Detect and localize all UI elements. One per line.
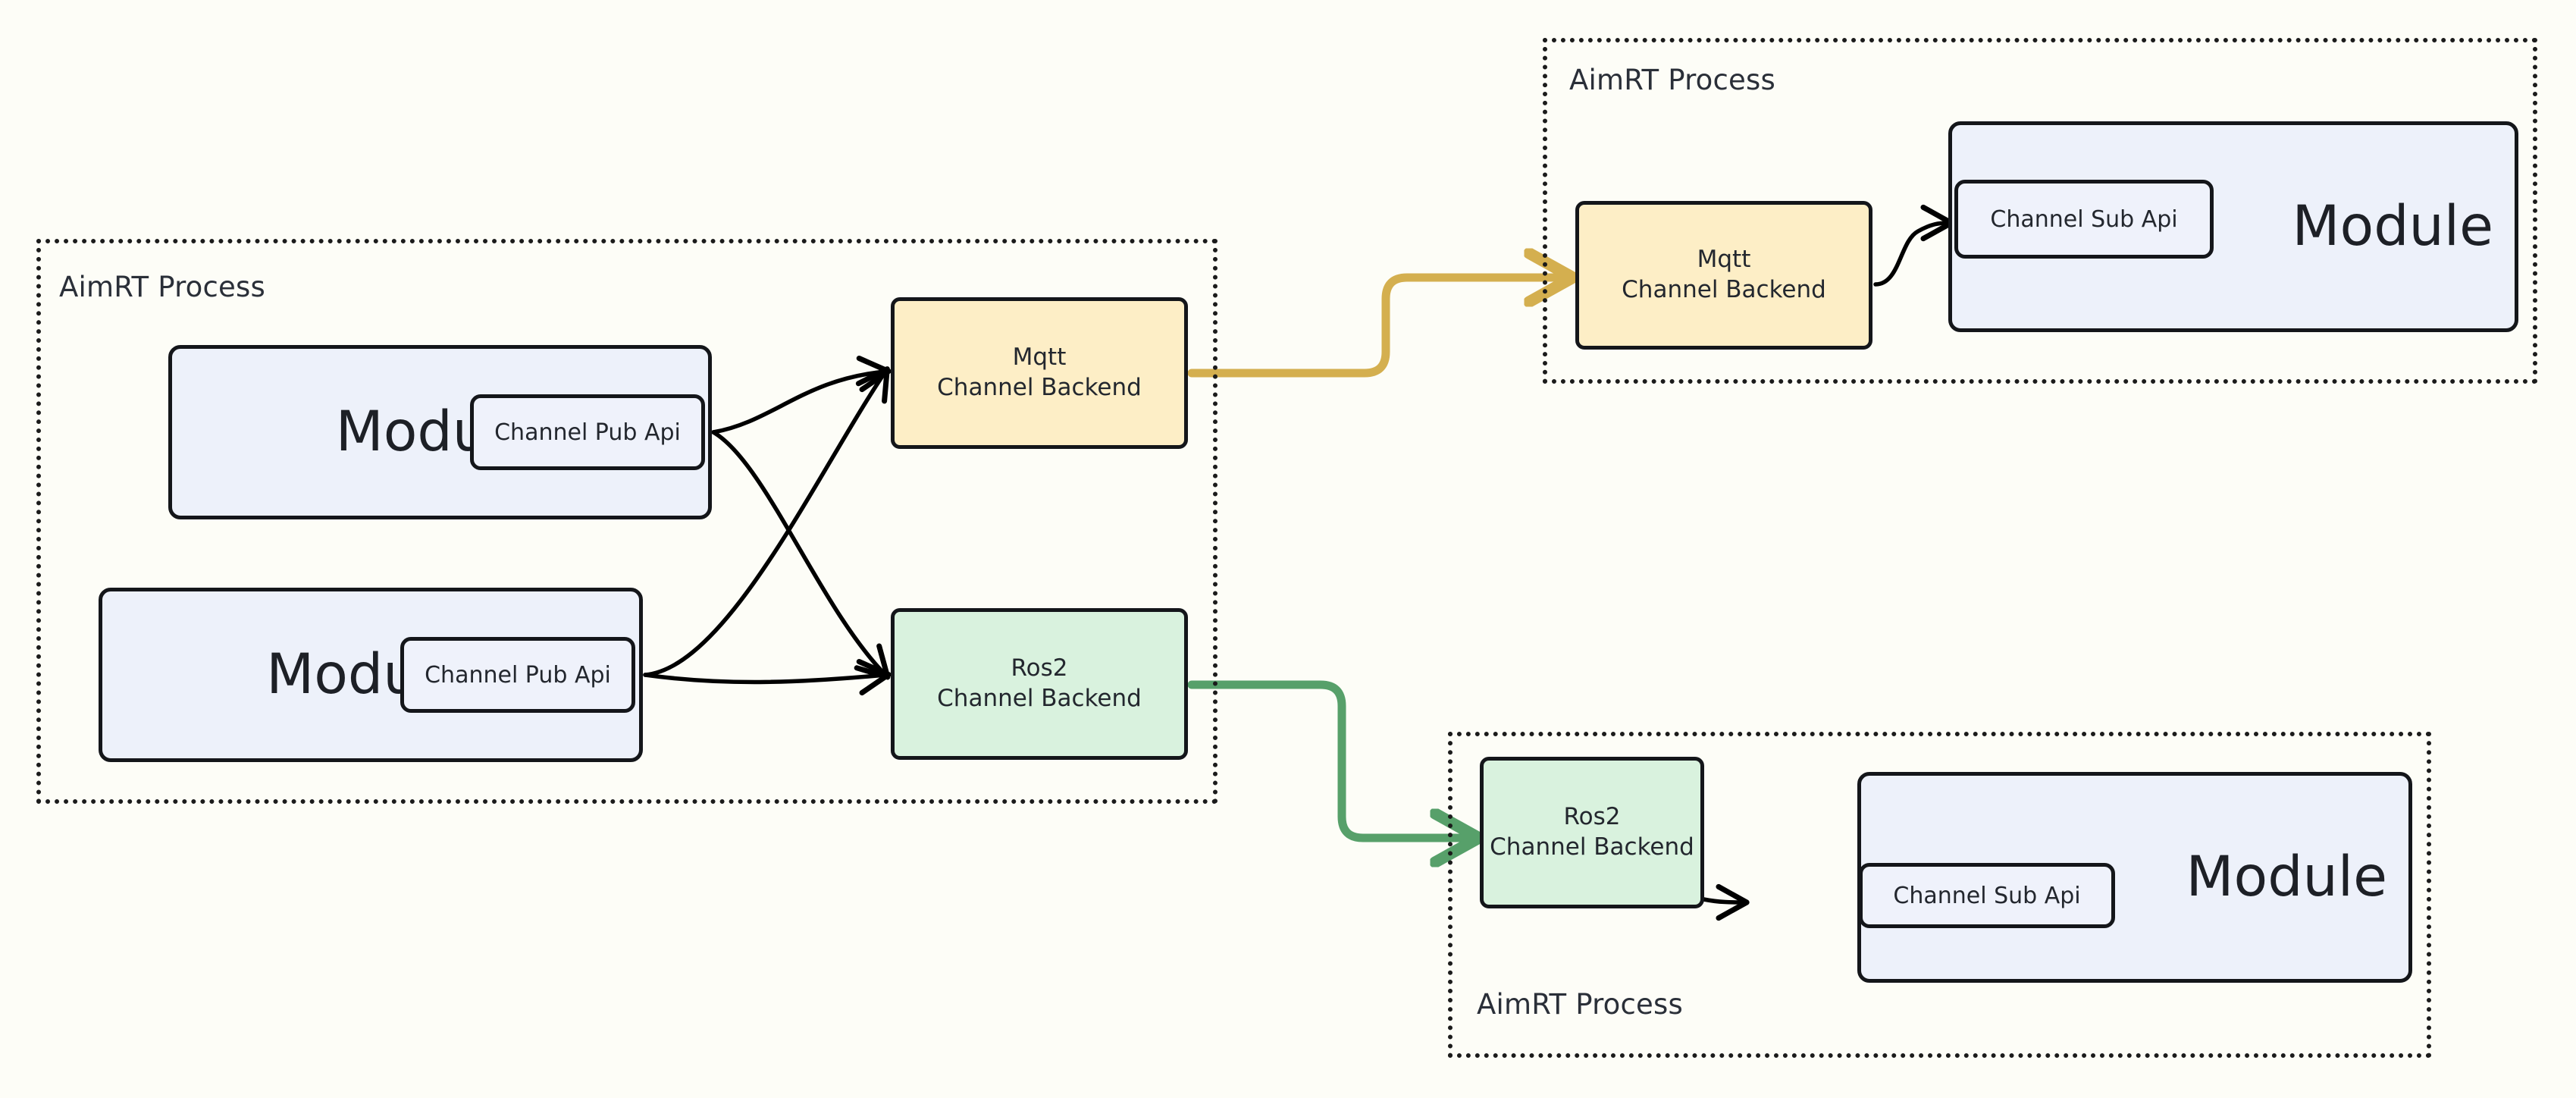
mqtt-backend-label: Mqtt Channel Backend [937,344,1142,401]
remote-mqtt-backend-label: Mqtt Channel Backend [1622,246,1826,303]
module-sub-mqtt[interactable]: Module [1948,121,2518,332]
module-sub-ros2-title: Module [2186,845,2387,910]
process-subscriber-mqtt [1543,38,2537,384]
ros2-backend[interactable]: Ros2 Channel Backend [891,608,1188,760]
module-2-pub-api-label: Channel Pub Api [425,661,611,689]
mqtt-backend[interactable]: Mqtt Channel Backend [891,297,1188,449]
process-subscriber-ros2 [1448,732,2431,1058]
mqtt-sub-api-label: Channel Sub Api [1990,205,2178,233]
remote-ros2-backend[interactable]: Ros2 Channel Backend [1480,757,1704,908]
ros2-sub-api-label: Channel Sub Api [1893,882,2081,909]
remote-ros2-backend-label: Ros2 Channel Backend [1490,803,1694,861]
module-sub-mqtt-title: Module [2292,194,2493,259]
ros2-backend-label: Ros2 Channel Backend [937,654,1142,712]
ros2-sub-api[interactable]: Channel Sub Api [1859,863,2115,928]
process-subscriber-ros2-label: AimRT Process [1477,988,1683,1021]
module-1-pub-api-label: Channel Pub Api [494,419,681,446]
remote-mqtt-backend[interactable]: Mqtt Channel Backend [1575,201,1872,350]
mqtt-sub-api[interactable]: Channel Sub Api [1954,180,2214,259]
process-subscriber-mqtt-label: AimRT Process [1569,64,1775,96]
process-publisher-label: AimRT Process [59,271,265,303]
module-1-pub-api[interactable]: Channel Pub Api [470,394,705,470]
process-publisher [36,239,1217,804]
edge-ros2-to-remote-ros2 [1187,680,1469,838]
edge-mqtt-to-remote-mqtt [1187,278,1563,378]
module-2-pub-api[interactable]: Channel Pub Api [400,637,635,713]
